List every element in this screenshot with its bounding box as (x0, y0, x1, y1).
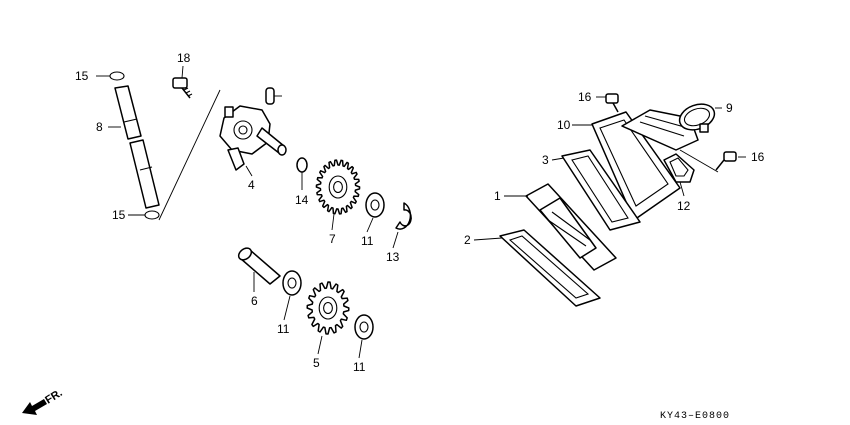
callout-2: 2 (464, 233, 471, 247)
dowel-pin-18 (265, 87, 275, 105)
bolt-16-right (715, 151, 737, 171)
reed-valve (525, 183, 617, 271)
washer-14 (296, 157, 308, 173)
callout-12: 13 (386, 250, 400, 264)
circlip-12 (395, 202, 412, 230)
callout-11-c: 11 (353, 360, 366, 374)
gear7-hub (328, 175, 348, 199)
gear7-teeth (315, 159, 361, 215)
water-hose (114, 85, 160, 209)
diagram-code: KY43–E0800 (660, 411, 730, 422)
bolt-16-upper (605, 93, 619, 113)
callout-14: 14 (295, 193, 309, 207)
callout-4: 4 (248, 178, 255, 192)
gear-7 (315, 159, 361, 215)
callout-3: 3 (542, 153, 549, 167)
dowel-6 (237, 247, 281, 285)
gear5-teeth (306, 281, 350, 335)
callout-1: 1 (494, 189, 501, 203)
callout-11-a: 11 (361, 234, 374, 248)
gear5-hub (318, 296, 338, 320)
front-direction-arrow-icon: FR. (22, 387, 65, 415)
gear5-bore (323, 301, 333, 315)
callout-7: 7 (329, 232, 336, 246)
callout-17: 18 (177, 51, 191, 65)
gasket-3 (561, 149, 641, 231)
leader-lines (96, 65, 746, 359)
callout-5: 5 (313, 356, 320, 370)
callout-9: 9 (726, 101, 733, 115)
callout-15-lower: 15 (112, 208, 126, 222)
gasket-2 (499, 229, 601, 307)
washer-11-a (365, 192, 385, 218)
callout-10: 10 (557, 118, 571, 132)
hose-clip-lower (144, 210, 160, 220)
callout-16-upper: 16 (578, 90, 592, 104)
washer-11-b (282, 270, 302, 296)
callout-numbers: 15 8 15 18 4 14 7 11 13 6 11 5 11 1 2 3 … (75, 51, 765, 374)
gear7-bore (333, 180, 343, 194)
hose-clip-upper (109, 71, 125, 81)
bolt-17 (172, 77, 193, 99)
gear-5 (306, 281, 350, 335)
washer-11-c (354, 314, 374, 340)
callout-16-right: 16 (751, 150, 765, 164)
water-pump-body (219, 105, 287, 171)
callout-8: 8 (96, 120, 103, 134)
seal-13 (663, 153, 695, 183)
hose-band (678, 103, 716, 133)
callout-6: 6 (251, 294, 258, 308)
callout-13: 12 (677, 199, 691, 213)
callout-11-b: 11 (277, 322, 290, 336)
callout-15-upper: 15 (75, 69, 89, 83)
